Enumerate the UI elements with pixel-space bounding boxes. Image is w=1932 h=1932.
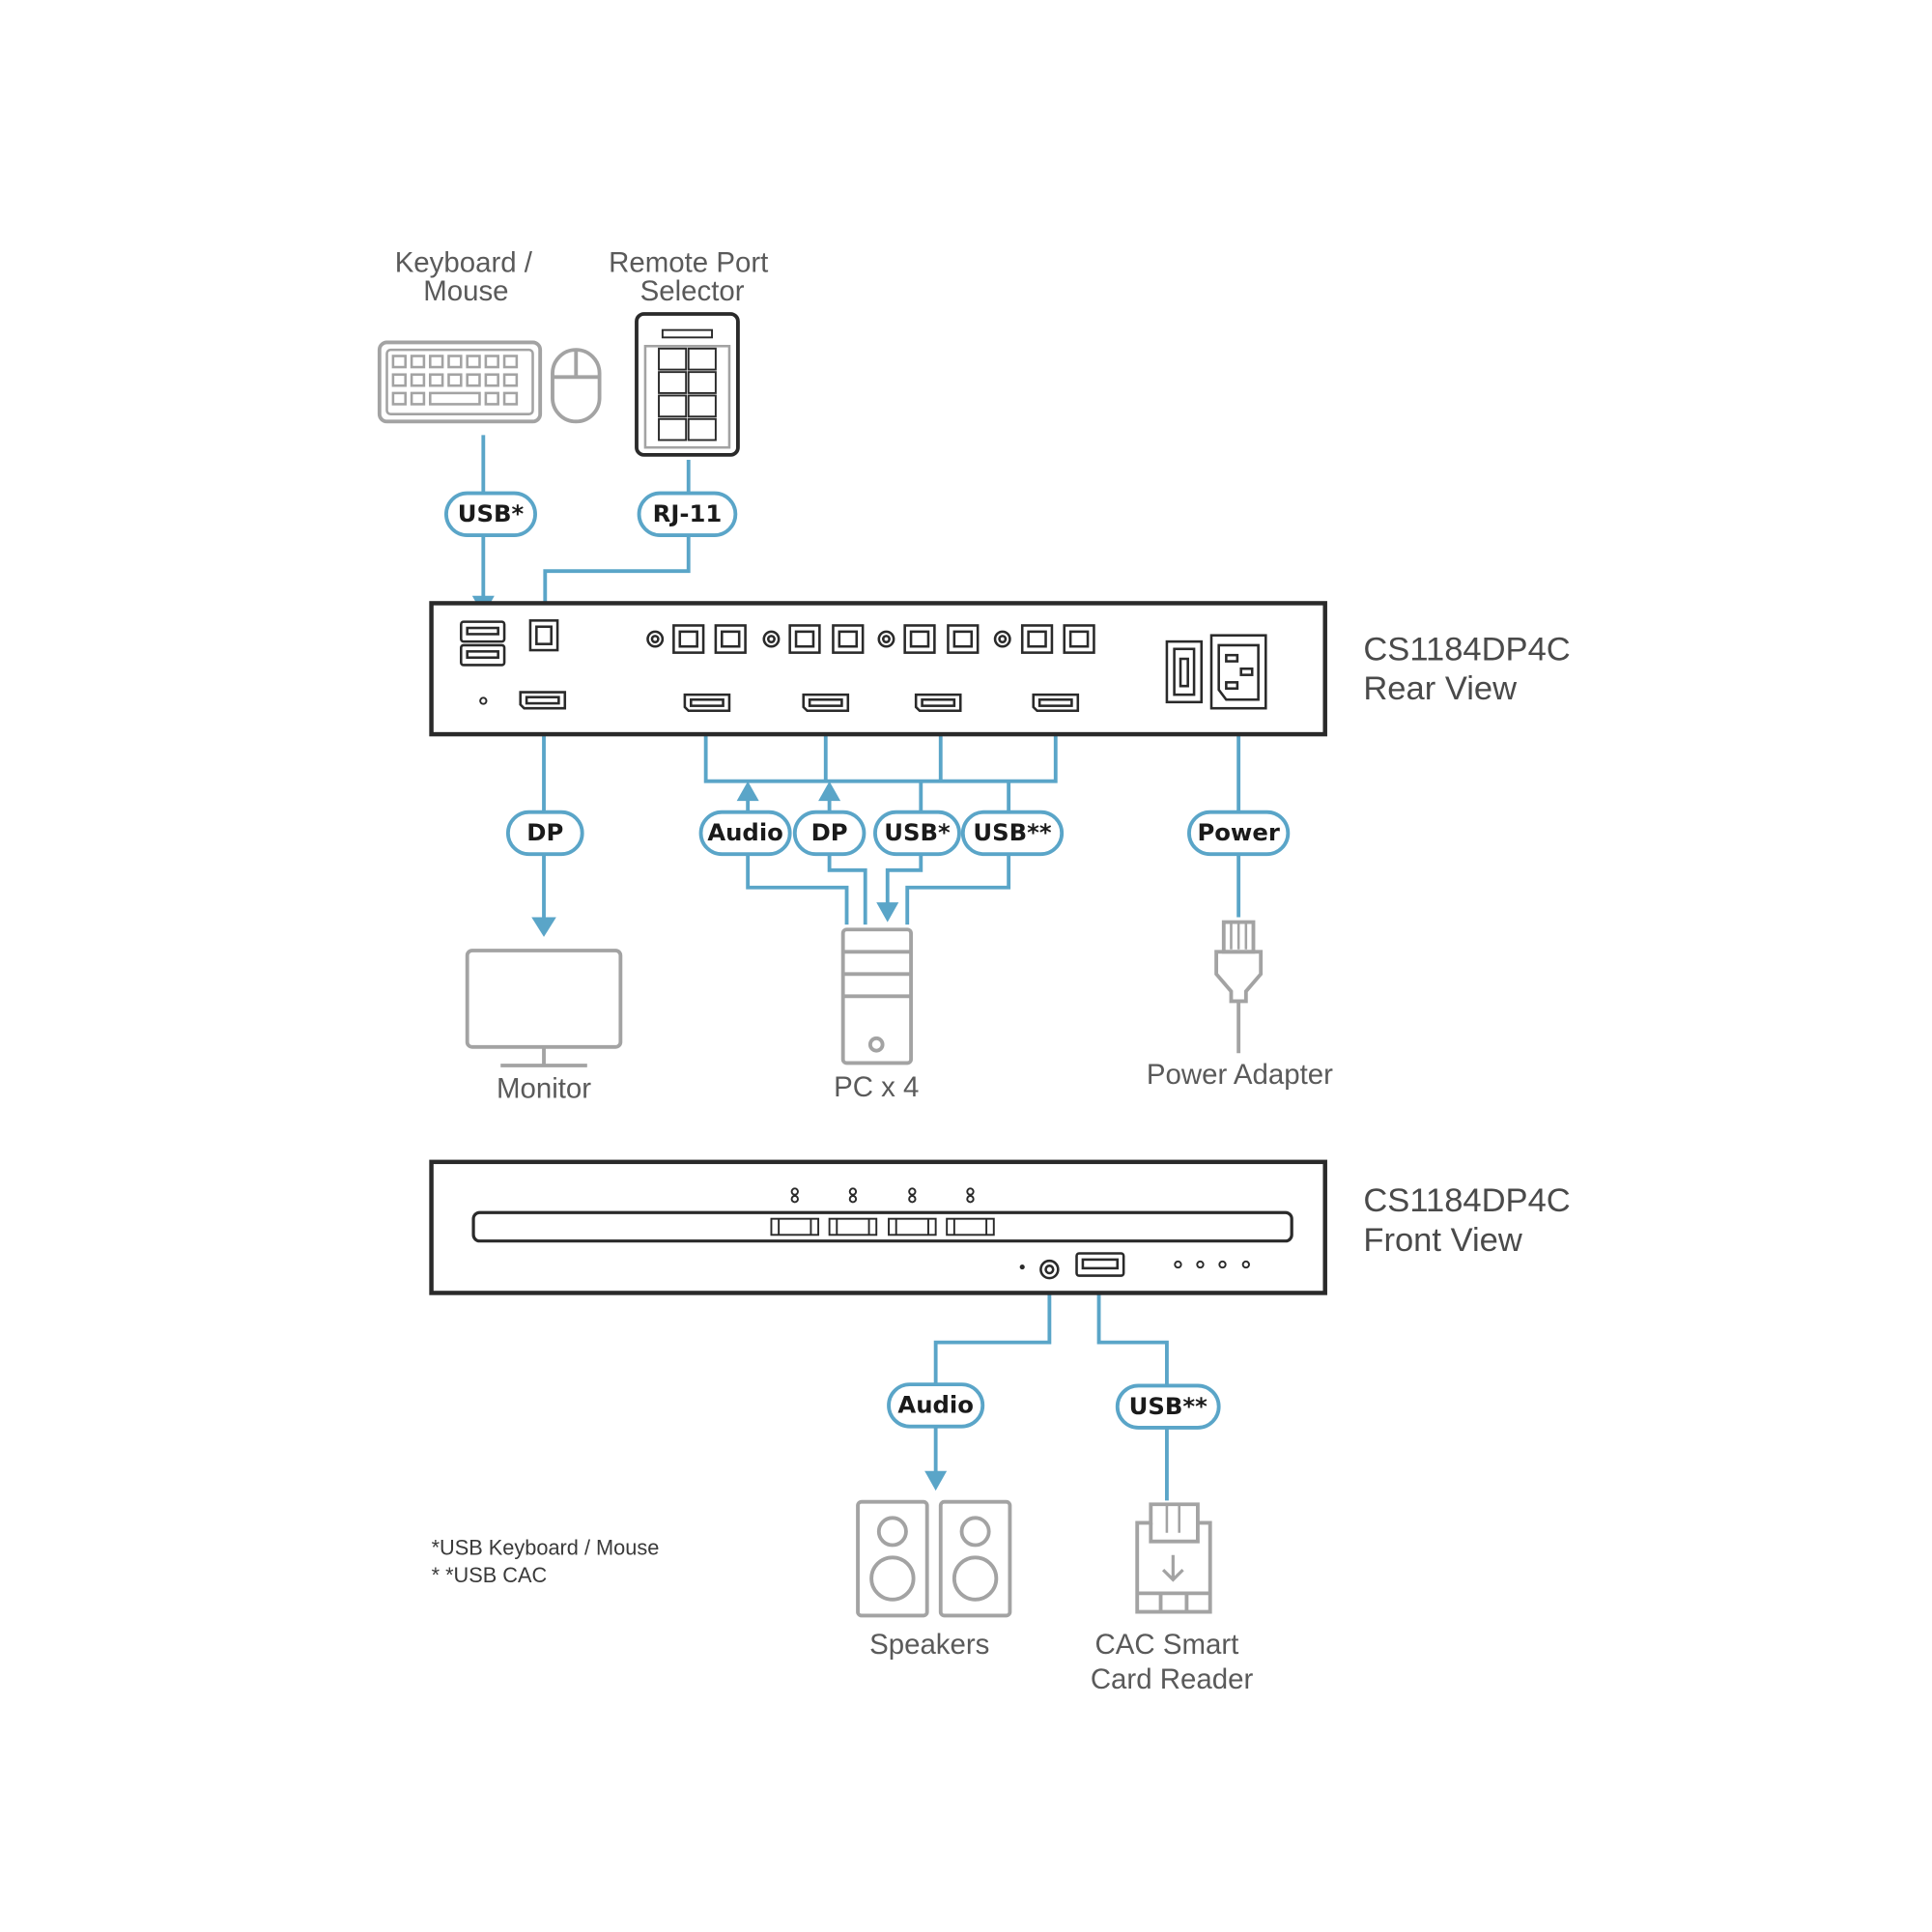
speakers-label: Speakers <box>869 1629 989 1661</box>
cac-reader-label-line2: Card Reader <box>1091 1663 1254 1695</box>
rear-pc-port-group-4 <box>993 624 1095 713</box>
front-view-unit: CS1184DP4C Front View <box>429 1159 1571 1295</box>
pill-front-audio-text: Audio <box>897 1391 974 1419</box>
keyboard-mouse-label-line2: Mouse <box>423 275 508 307</box>
front-usb-port <box>1075 1252 1125 1277</box>
card-reader-icon <box>1135 1502 1212 1614</box>
arrow-pc-usb <box>876 902 899 923</box>
front-audio-jack <box>1039 1259 1060 1280</box>
pill-front-usb-cac: USB** <box>1115 1383 1221 1430</box>
pill-rj11-text: RJ-11 <box>653 499 723 527</box>
footnote-usb-cac: * *USB CAC <box>432 1563 548 1587</box>
keyboard-mouse-device: Keyboard / Mouse <box>377 247 602 424</box>
rear-power-switch <box>1165 639 1204 704</box>
pill-power: Power <box>1187 810 1291 857</box>
pill-front-audio: Audio <box>887 1382 985 1429</box>
rear-pc-port-group-1 <box>646 624 747 713</box>
remote-selector-icon <box>635 312 740 457</box>
footnotes: *USB Keyboard / Mouse * *USB CAC <box>432 1536 660 1587</box>
pill-dp-monitor-text: DP <box>526 818 563 846</box>
pill-pc-dp: DP <box>792 810 867 857</box>
pill-pc-usb-text: USB* <box>884 818 951 846</box>
front-model-label: CS1184DP4C <box>1363 1182 1570 1219</box>
arrow-pc-audio <box>736 781 759 802</box>
power-adapter-device: Power Adapter <box>1147 920 1333 1091</box>
pill-rj11: RJ-11 <box>637 491 738 537</box>
pill-power-text: Power <box>1197 818 1279 846</box>
power-plug-icon <box>1214 920 1264 1054</box>
keyboard-icon <box>377 340 543 424</box>
monitor-label: Monitor <box>497 1072 591 1104</box>
arrow-dp-monitor <box>531 917 556 937</box>
rear-view-unit: CS1184DP4C Rear View <box>429 601 1571 737</box>
rear-chassis <box>429 601 1327 737</box>
rear-power-inlet <box>1209 634 1267 710</box>
monitor-device: Monitor <box>465 949 623 1104</box>
front-chassis <box>429 1159 1327 1295</box>
power-adapter-label: Power Adapter <box>1147 1059 1333 1091</box>
mouse-icon <box>551 348 602 424</box>
pill-pc-usb: USB* <box>873 810 961 857</box>
pill-pc-audio: Audio <box>698 810 792 857</box>
pill-pc-dp-text: DP <box>811 818 848 846</box>
remote-selector-device: Remote Port Selector <box>609 247 768 457</box>
pill-usb-keyboard-text: USB* <box>458 499 525 527</box>
arrow-front-audio <box>924 1470 948 1492</box>
rear-led <box>479 696 488 705</box>
front-status-leds <box>1174 1260 1250 1269</box>
cac-reader-label-line1: CAC Smart <box>1095 1629 1239 1661</box>
pill-pc-audio-text: Audio <box>707 818 783 846</box>
pc-label: PC x 4 <box>834 1071 919 1103</box>
pill-usb-keyboard: USB* <box>444 491 537 537</box>
monitor-icon <box>465 949 623 1067</box>
front-port-buttons <box>770 1187 995 1236</box>
keyboard-mouse-label-line1: Keyboard / <box>395 247 533 279</box>
pill-dp-monitor: DP <box>505 810 584 857</box>
cables <box>481 435 1241 1501</box>
cable-rj11 <box>543 460 691 621</box>
front-display-strip <box>471 1210 1293 1243</box>
arrow-pc-dp <box>818 781 841 802</box>
rear-rj11-port <box>528 619 559 652</box>
remote-selector-label-line1: Remote Port <box>609 247 768 279</box>
front-view-label: Front View <box>1363 1222 1522 1259</box>
rear-pc-port-group-3 <box>877 624 980 713</box>
pc-device: PC x 4 <box>834 927 919 1103</box>
rear-usb-console-ports <box>460 620 506 667</box>
rear-model-label: CS1184DP4C <box>1363 631 1570 668</box>
pill-front-usb-cac-text: USB** <box>1129 1392 1208 1420</box>
speakers-device: Speakers <box>856 1499 1012 1661</box>
cable-pc-bus <box>703 712 1058 783</box>
pc-tower-icon <box>840 927 913 1065</box>
connection-labels: USB* RJ-11 DP Audio DP USB* USB** Power <box>444 491 1291 1430</box>
rear-pc-port-group-2 <box>762 624 865 713</box>
pill-pc-usb-cac-text: USB** <box>973 818 1051 846</box>
cac-reader-device: CAC Smart Card Reader <box>1091 1502 1254 1695</box>
rear-console-dp-port <box>519 691 567 710</box>
rear-view-label: Rear View <box>1363 670 1518 707</box>
front-mic-led <box>1019 1264 1025 1270</box>
speakers-icon <box>856 1499 1012 1618</box>
footnote-usb-keyboard: *USB Keyboard / Mouse <box>432 1536 660 1560</box>
remote-selector-label-line2: Selector <box>640 275 745 307</box>
cable-front-audio <box>933 1280 1052 1481</box>
pill-pc-usb-cac: USB** <box>960 810 1065 857</box>
